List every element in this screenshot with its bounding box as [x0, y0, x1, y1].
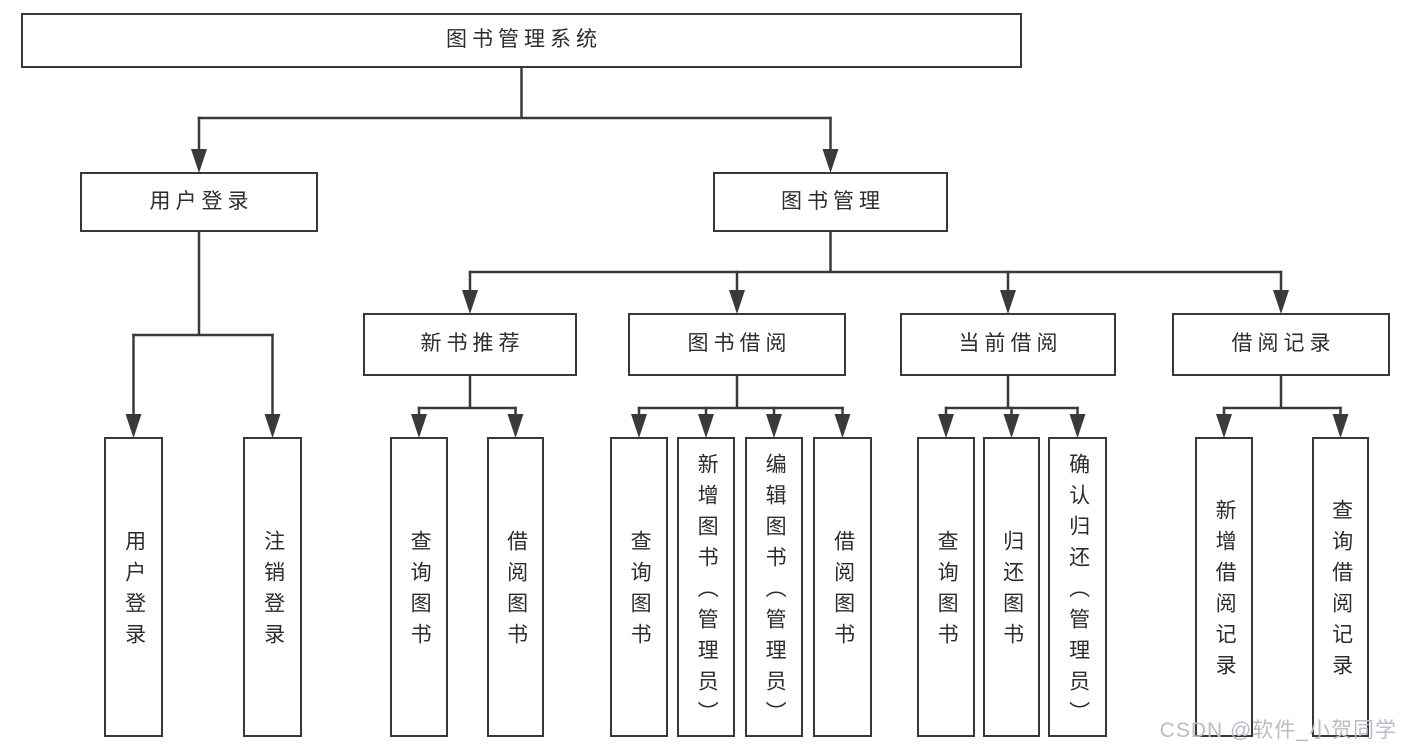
node-label-leaf-logout: 注销登录	[261, 530, 285, 654]
node-label-new-book-rec: 新书推荐	[420, 332, 525, 356]
node-leaf-cb-query: 查询图书	[917, 437, 975, 737]
node-label-leaf-br-query: 查询借阅记录	[1329, 499, 1353, 685]
node-label-leaf-cb-query: 查询图书	[935, 530, 959, 654]
node-leaf-bb-borrow: 借阅图书	[813, 437, 872, 737]
node-leaf-bb-add: 新增图书（管理员）	[677, 437, 735, 737]
node-leaf-cb-confirm: 确认归还（管理员）	[1048, 437, 1107, 737]
node-label-leaf-cb-confirm: 确认归还（管理员）	[1066, 452, 1090, 732]
node-label-leaf-nb-query: 查询图书	[408, 530, 432, 654]
node-label-leaf-bb-add: 新增图书（管理员）	[695, 452, 719, 732]
node-label-book-borrow: 图书借阅	[687, 332, 792, 356]
node-label-leaf-br-add: 新增借阅记录	[1213, 499, 1237, 685]
node-book-mgmt: 图书管理	[713, 172, 948, 232]
node-label-root: 图书管理系统	[446, 28, 602, 52]
node-label-leaf-user-login: 用户登录	[122, 530, 146, 654]
node-leaf-bb-query: 查询图书	[610, 437, 668, 737]
node-current-borrow: 当前借阅	[900, 313, 1116, 376]
node-leaf-bb-edit: 编辑图书（管理员）	[745, 437, 803, 737]
node-label-borrow-record: 借阅记录	[1231, 332, 1336, 356]
node-leaf-user-login: 用户登录	[104, 437, 163, 737]
node-label-leaf-cb-return: 归还图书	[1000, 530, 1024, 654]
node-label-book-mgmt: 图书管理	[781, 189, 885, 213]
node-borrow-record: 借阅记录	[1172, 313, 1390, 376]
node-leaf-cb-return: 归还图书	[983, 437, 1040, 737]
node-label-leaf-bb-query: 查询图书	[628, 530, 652, 654]
node-label-leaf-nb-borrow: 借阅图书	[504, 530, 528, 654]
node-leaf-nb-borrow: 借阅图书	[487, 437, 544, 737]
node-label-user-login: 用户登录	[149, 189, 254, 213]
node-label-leaf-bb-edit: 编辑图书（管理员）	[763, 452, 787, 732]
node-leaf-logout: 注销登录	[243, 437, 302, 737]
node-book-borrow: 图书借阅	[628, 313, 846, 376]
node-root: 图书管理系统	[21, 13, 1022, 68]
node-new-book-rec: 新书推荐	[363, 313, 577, 376]
node-user-login: 用户登录	[80, 172, 318, 232]
node-label-current-borrow: 当前借阅	[958, 332, 1063, 356]
csdn-watermark: CSDN @软件_小贺同学	[1159, 719, 1397, 742]
node-leaf-br-query: 查询借阅记录	[1312, 437, 1369, 737]
node-label-leaf-bb-borrow: 借阅图书	[831, 530, 855, 654]
node-leaf-br-add: 新增借阅记录	[1195, 437, 1253, 737]
node-leaf-nb-query: 查询图书	[390, 437, 448, 737]
